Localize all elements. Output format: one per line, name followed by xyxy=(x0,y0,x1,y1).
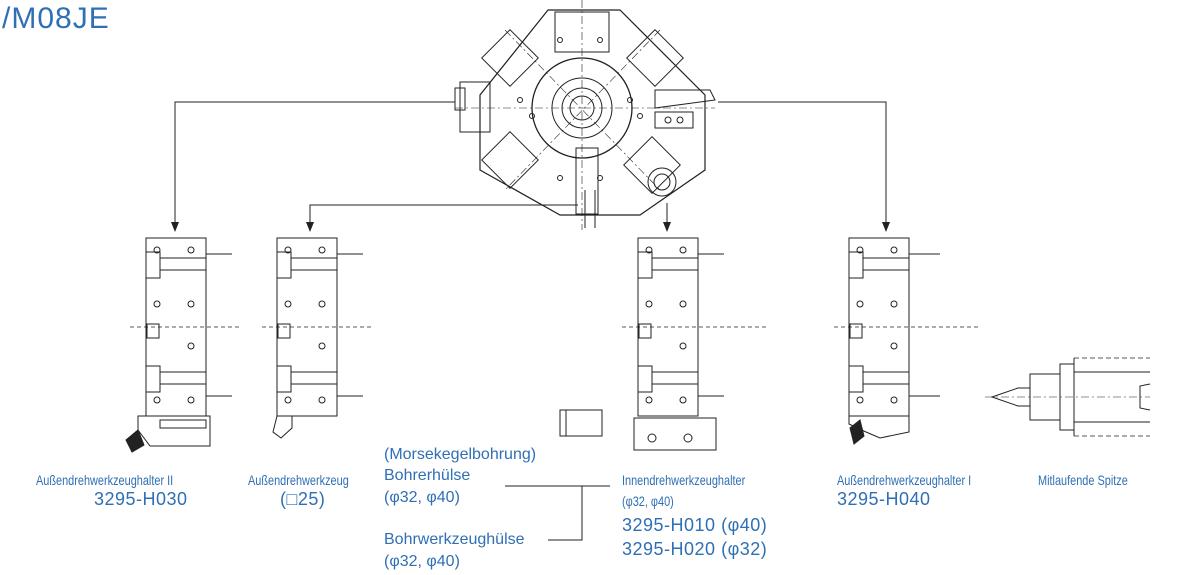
drill-sleeve-dims-label: (φ32, φ40) xyxy=(384,489,460,506)
holder-drawing-4 xyxy=(834,237,980,445)
arrow-connectors xyxy=(174,101,887,223)
tool-size-label: (□25) xyxy=(280,489,326,509)
drill-sleeve-label: Bohrerhülse xyxy=(384,467,471,484)
inner-holder-code1-label: 3295-H010 (φ40) xyxy=(622,515,768,535)
live-center-drawing xyxy=(985,357,1151,437)
holder-drawing-3 xyxy=(559,237,768,451)
turret-drawing xyxy=(454,0,716,230)
tool-name-label: Außendrehwerkzeug xyxy=(248,472,349,488)
inner-holder-name-label: Innendrehwerkzeughalter xyxy=(622,472,746,488)
holder-drawing-2 xyxy=(262,237,372,439)
holder2-name-label: Außendrehwerkzeughalter II xyxy=(36,472,174,488)
inner-holder-code2-label: 3295-H020 (φ32) xyxy=(622,539,768,559)
holder2-code-label: 3295-H030 xyxy=(94,489,188,509)
boring-sleeve-dims-label: (φ32, φ40) xyxy=(384,553,460,570)
label-leaders xyxy=(505,485,610,541)
holder1-code-label: 3295-H040 xyxy=(837,489,931,509)
inner-holder-dims-label: (φ32, φ40) xyxy=(622,493,674,509)
morse-bore-label: (Morsekegelbohrung) xyxy=(384,446,537,463)
holder1-name-label: Außendrehwerkzeughalter I xyxy=(837,472,972,488)
live-center-label: Mitlaufende Spitze xyxy=(1038,472,1128,488)
boring-sleeve-label: Bohrwerkzeughülse xyxy=(384,531,525,548)
holder-drawing-1 xyxy=(125,237,240,453)
page-title: /M08JE xyxy=(2,2,110,35)
